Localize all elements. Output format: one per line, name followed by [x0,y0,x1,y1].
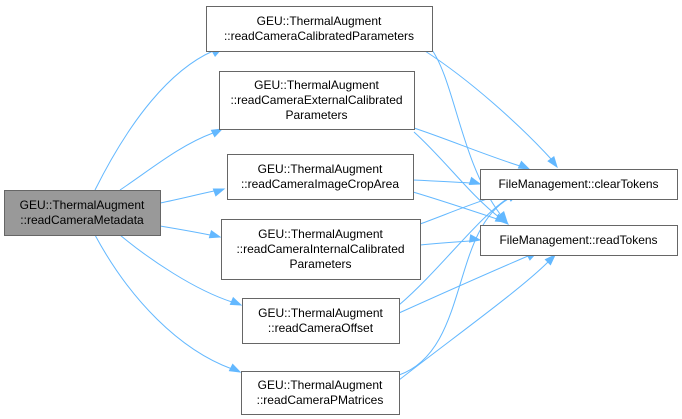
edge-root-to-pmatrices [94,234,242,373]
node-label-line: ::readCameraOffset [268,321,374,335]
node-label-line: GEU::ThermalAugment [254,78,379,92]
node-label-line: ::readCameraMetadata [20,213,144,227]
edge-line [119,132,214,191]
edge-arrowhead [494,213,508,223]
node-box [242,298,400,344]
edge-line [398,196,511,306]
node-crop[interactable]: GEU::ThermalAugment::readCameraImageCrop… [227,154,414,200]
edge-arrowhead [229,296,243,306]
edge-root-to-external [119,128,224,191]
node-label-line: ::readCameraPMatrices [257,393,384,407]
node-label-line: GEU::ThermalAugment [258,378,383,392]
node-offset[interactable]: GEU::ThermalAugment::readCameraOffset [242,298,400,344]
node-label-line: ::readCameraExternalCalibrated [230,93,402,107]
node-box [219,71,415,130]
node-label-line: Parameters [289,257,351,271]
node-label-line: FileManagement::clearTokens [498,177,658,191]
node-read[interactable]: FileManagement::readTokens [480,225,678,256]
edge-line [412,179,471,184]
node-clear[interactable]: FileManagement::clearTokens [480,169,678,200]
node-box [4,190,161,236]
node-label-line: GEU::ThermalAugment [258,306,383,320]
node-box [480,225,678,256]
node-box [241,371,400,415]
edge-root-to-internal [159,225,222,239]
edge-line [159,225,211,236]
edge-root-to-calibrated [94,47,224,191]
edge-line [94,50,214,191]
node-label-line: GEU::ThermalAugment [20,198,145,212]
node-pmatrices[interactable]: GEU::ThermalAugment::readCameraPMatrices [241,371,400,415]
edge-arrowhead [210,128,224,138]
edge-arrowhead [208,229,222,239]
node-label-line: GEU::ThermalAugment [258,227,383,241]
edge-arrowhead [468,176,482,186]
node-label-line: GEU::ThermalAugment [257,14,382,28]
node-internal[interactable]: GEU::ThermalAugment::readCameraInternalC… [221,219,421,280]
node-external[interactable]: GEU::ThermalAugment::readCameraExternalC… [219,71,415,130]
node-box [227,154,414,200]
edge-line [398,255,529,314]
edge-calibrated-to-clear [424,50,558,169]
edge-line [413,127,521,167]
edge-line [94,234,233,370]
edge-crop-to-clear [412,176,482,186]
node-box [221,219,421,280]
edge-line [398,261,549,381]
edge-external-to-clear [413,127,531,170]
node-label-line: Parameters [285,108,347,122]
node-box [480,169,678,200]
edge-line [398,197,511,376]
edge-internal-to-read [419,234,482,246]
edge-root-to-crop [159,188,226,204]
edge-line [419,240,471,246]
edge-line [119,234,233,303]
node-label-line: ::readCameraImageCropArea [241,177,399,191]
edge-arrowhead [228,363,242,373]
edge-line [413,131,501,219]
nodes-layer: GEU::ThermalAugment::readCameraMetadataG… [4,6,678,415]
edge-arrowhead [544,253,557,266]
node-label-line: ::readCameraInternalCalibrated [236,242,404,256]
edge-arrowhead [547,156,558,169]
node-root[interactable]: GEU::ThermalAugment::readCameraMetadata [4,190,161,236]
edge-line [159,190,215,204]
edge-arrowhead [212,188,226,197]
edge-line [424,50,553,161]
edge-arrowhead [517,160,531,170]
edge-pmatrices-to-read [398,253,557,381]
node-label-line: ::readCameraCalibratedParameters [224,29,414,43]
node-calibrated[interactable]: GEU::ThermalAugment::readCameraCalibrate… [206,6,433,52]
edge-root-to-offset [119,234,243,306]
node-box [206,6,433,52]
node-label-line: GEU::ThermalAugment [258,162,383,176]
node-label-line: FileManagement::readTokens [499,233,657,247]
